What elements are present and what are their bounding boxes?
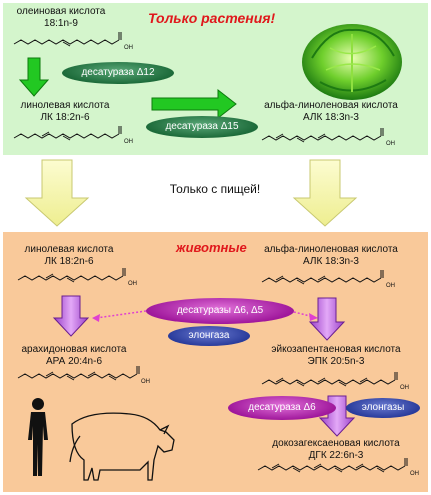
animal-linoleic-structure	[17, 268, 126, 283]
ara-formula: АРА 20:4n-6	[45, 356, 103, 367]
animal-ala-structure	[261, 270, 384, 285]
desaturase-15-pill: десатураза Δ15	[146, 116, 258, 138]
animals-panel	[3, 232, 428, 492]
animal-linoleic-name: линолевая кислота	[24, 244, 114, 255]
desaturases-6-5-pill: десатуразы Δ6, Δ5	[146, 298, 294, 324]
ara-name: арахидоновая кислота	[21, 344, 127, 355]
plant-linoleic-formula: ЛК 18:2n-6	[40, 112, 90, 123]
dha-formula: ДГК 22:6n-3	[308, 450, 364, 461]
dha-structure	[257, 458, 408, 473]
animal-ala-formula: АЛК 18:3n-3	[303, 256, 359, 267]
food-only-label: Только с пищей!	[169, 182, 261, 196]
cabbage-icon	[302, 24, 402, 100]
plant-ala-formula: АЛК 18:3n-3	[303, 112, 359, 123]
cow-silhouette-icon	[69, 412, 175, 481]
plant-ala-structure	[261, 128, 384, 143]
desaturase-12-pill: десатураза Δ12	[62, 62, 174, 84]
plant-ala-name: альфа-линоленовая кислота	[264, 100, 398, 111]
plant-linoleic-name: линолевая кислота	[20, 100, 110, 111]
dha-name: докозагексаеновая кислота	[272, 438, 400, 449]
elongases-pill: элонгазы	[346, 398, 420, 418]
ara-oh-label: OH	[141, 379, 150, 385]
animal-linoleic-oh-label: OH	[128, 281, 137, 287]
animal-linoleic-formula: ЛК 18:2n-6	[44, 256, 94, 267]
arrow-plant-to-animal-right	[292, 159, 358, 227]
plant-linoleic-oh-label: OH	[124, 139, 133, 145]
human-silhouette-icon	[28, 398, 48, 476]
plant-linoleic-structure	[13, 126, 122, 141]
arrow-ala-to-epa	[308, 297, 346, 341]
arrow-plant-to-animal-left	[24, 159, 90, 227]
ara-structure	[17, 366, 140, 381]
oleic-acid-structure	[13, 32, 122, 47]
dha-oh-label: OH	[410, 471, 419, 477]
plants-only-title: Только растения!	[148, 10, 276, 26]
epa-structure	[261, 372, 398, 387]
elongase-pill: элонгаза	[168, 326, 250, 346]
arrow-linoleic-to-ala	[151, 88, 237, 120]
arrow-oleic-to-linoleic	[18, 57, 50, 97]
animal-ala-oh-label: OH	[386, 283, 395, 289]
dotted-arrowhead-left	[92, 314, 100, 322]
plant-ala-oh-label: OH	[386, 141, 395, 147]
epa-formula: ЭПК 20:5n-3	[307, 356, 365, 367]
oleic-oh-label: OH	[124, 45, 133, 51]
arrow-linoleic-to-ara	[52, 295, 90, 337]
animals-title: животные	[176, 240, 247, 255]
dotted-arrowhead-right	[309, 313, 318, 321]
desaturase-6-pill: десатураза Δ6	[228, 396, 336, 420]
epa-name: эйкозапентаеновая кислота	[271, 344, 401, 355]
animal-ala-name: альфа-линоленовая кислота	[264, 244, 398, 255]
oleic-acid-name: олеиновая кислота	[16, 6, 106, 17]
oleic-acid-formula: 18:1n-9	[44, 18, 78, 29]
epa-oh-label: OH	[400, 385, 409, 391]
